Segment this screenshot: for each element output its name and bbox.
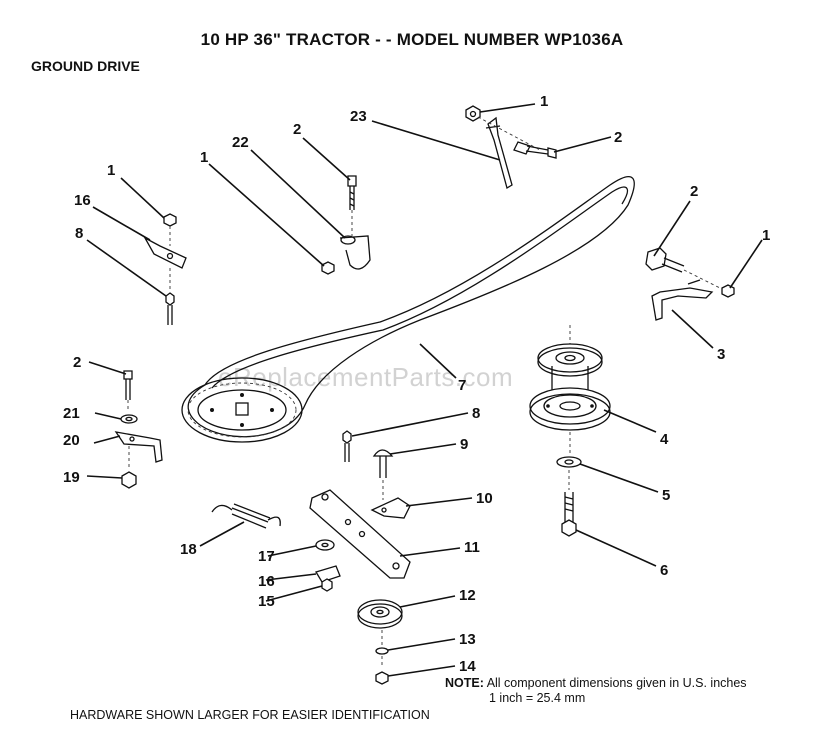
hardware-footnote: HARDWARE SHOWN LARGER FOR EASIER IDENTIF… — [70, 708, 430, 722]
callout-1: 1 — [540, 93, 548, 110]
spring-18[interactable] — [211, 503, 281, 529]
diagram-title: 10 HP 36" TRACTOR - - MODEL NUMBER WP103… — [200, 30, 624, 49]
washer-5[interactable] — [556, 456, 582, 468]
nut-left-top[interactable] — [163, 213, 177, 227]
bracket-16-left[interactable] — [143, 236, 187, 269]
bolt-left-2[interactable] — [123, 370, 133, 400]
callout-4: 4 — [660, 431, 669, 448]
diagram-subtitle: GROUND DRIVE — [31, 58, 140, 74]
bracket-20[interactable] — [114, 431, 163, 463]
note-line1: All component dimensions given in U.S. i… — [486, 676, 747, 690]
carriage-bolt-9[interactable] — [372, 449, 394, 478]
callout-3: 3 — [717, 346, 725, 363]
idler-arm-11[interactable] — [309, 489, 411, 579]
callout-7: 7 — [458, 377, 466, 394]
bracket-3[interactable] — [651, 279, 714, 321]
callout-11: 11 — [464, 539, 480, 556]
callout-15: 15 — [258, 593, 275, 610]
bracket-22[interactable] — [339, 235, 371, 270]
callout-2: 2 — [73, 354, 81, 371]
callout-13: 13 — [459, 631, 476, 648]
nut-top-right[interactable] — [465, 105, 481, 122]
callout-19: 19 — [63, 469, 80, 486]
bolt-right-2[interactable] — [645, 247, 685, 273]
callout-16: 16 — [74, 192, 91, 209]
callout-12: 12 — [459, 587, 476, 604]
nut-right-1[interactable] — [721, 284, 735, 298]
bracket-23[interactable] — [485, 116, 513, 189]
callout-1: 1 — [107, 162, 115, 179]
callout-1: 1 — [762, 227, 770, 244]
bolt-top-center[interactable] — [347, 175, 357, 210]
bracket-10[interactable] — [370, 497, 411, 519]
callout-20: 20 — [63, 432, 80, 449]
drive-belt[interactable] — [181, 175, 635, 443]
nut-center-left[interactable] — [321, 261, 335, 275]
dimension-note: NOTE: All component dimensions given in … — [445, 676, 747, 706]
callout-2: 2 — [690, 183, 698, 200]
callout-6: 6 — [660, 562, 668, 579]
callout-23: 23 — [350, 108, 367, 125]
callout-8: 8 — [75, 225, 83, 242]
leader-lines — [86, 103, 763, 677]
nut-19[interactable] — [121, 471, 137, 489]
note-label: NOTE: — [445, 676, 484, 690]
bracket-16-small[interactable] — [315, 565, 341, 583]
bolt-center-8[interactable] — [342, 430, 352, 462]
bolt-top-right[interactable] — [513, 141, 557, 159]
callout-2: 2 — [614, 129, 622, 146]
washer-13[interactable] — [375, 647, 389, 655]
callout-17: 17 — [258, 548, 275, 565]
nut-15[interactable] — [321, 578, 333, 592]
callout-2: 2 — [293, 121, 301, 138]
watermark: eReplacementParts.com — [218, 362, 514, 392]
callout-9: 9 — [460, 436, 468, 453]
callout-8: 8 — [472, 405, 480, 422]
callout-18: 18 — [180, 541, 197, 558]
pulley-4[interactable] — [529, 343, 611, 431]
bolt-6[interactable] — [561, 492, 577, 537]
callout-10: 10 — [476, 490, 493, 507]
washer-21[interactable] — [120, 414, 138, 424]
callout-labels: 1 2 23 2 22 1 1 16 8 2 1 3 7 2 21 20 19 … — [63, 93, 770, 675]
callout-22: 22 — [232, 134, 249, 151]
note-line2: 1 inch = 25.4 mm — [489, 691, 586, 705]
callout-16: 16 — [258, 573, 275, 590]
callout-14: 14 — [459, 658, 476, 675]
callout-1: 1 — [200, 149, 208, 166]
spacer-17[interactable] — [315, 539, 335, 551]
callout-21: 21 — [63, 405, 80, 422]
bolt-left-8[interactable] — [165, 292, 175, 325]
nut-14[interactable] — [375, 671, 389, 685]
idler-pulley-12[interactable] — [357, 599, 403, 629]
callout-5: 5 — [662, 487, 670, 504]
